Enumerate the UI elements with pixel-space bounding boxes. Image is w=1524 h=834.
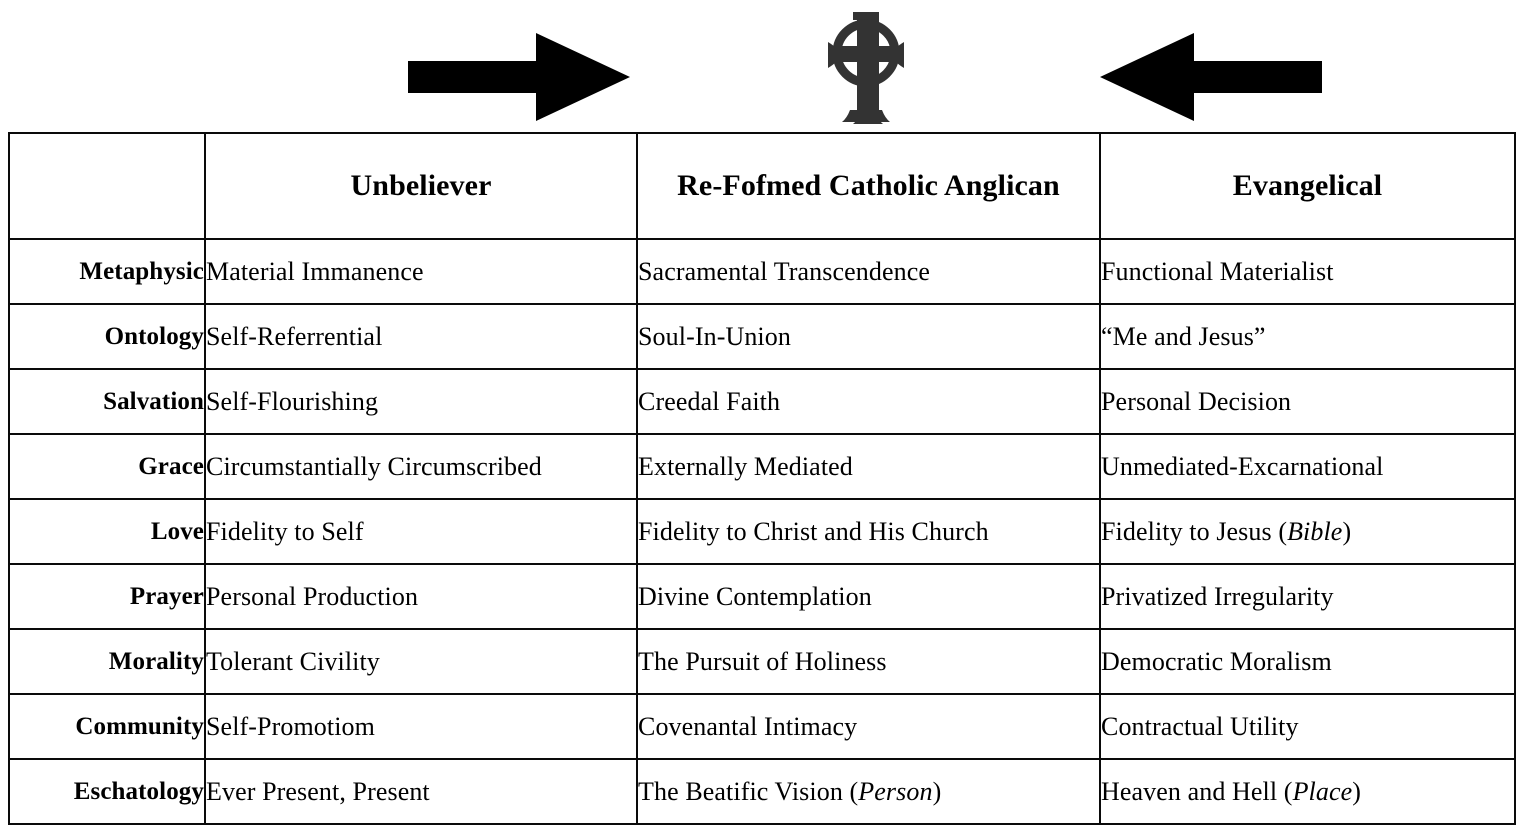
comparison-table-wrap: Unbeliever Re-Fofmed Catholic Anglican E…: [8, 132, 1516, 825]
row-label: Eschatology: [8, 758, 206, 825]
cell-text-emphasis: Bible: [1287, 516, 1343, 546]
table-cell: Self-Flourishing: [204, 368, 638, 435]
column-header-evangelical: Evangelical: [1099, 132, 1516, 240]
table-cell: The Beatific Vision (Person): [636, 758, 1101, 825]
table-cell: Functional Materialist: [1099, 238, 1516, 305]
row-label: Metaphysic: [8, 238, 206, 305]
cell-text-tail: ): [1352, 776, 1362, 806]
table-cell: Fidelity to Self: [204, 498, 638, 565]
table-cell: Material Immanence: [204, 238, 638, 305]
cell-text-tail: ): [1342, 516, 1352, 546]
table-cell: Unmediated-Excarnational: [1099, 433, 1516, 500]
column-header-reformed-catholic-anglican: Re-Fofmed Catholic Anglican: [636, 132, 1101, 240]
row-label: Ontology: [8, 303, 206, 370]
table-cell: Self-Referrential: [204, 303, 638, 370]
cell-text-emphasis: Person: [858, 776, 933, 806]
table-cell: Ever Present, Present: [204, 758, 638, 825]
table-cell: Democratic Moralism: [1099, 628, 1516, 695]
row-label: Love: [8, 498, 206, 565]
arrow-right-pointing-icon: [408, 33, 630, 121]
table-cell: Personal Production: [204, 563, 638, 630]
table-cell: Fidelity to Christ and His Church: [636, 498, 1101, 565]
row-label: Community: [8, 693, 206, 760]
table-cell: Self-Promotiom: [204, 693, 638, 760]
table-cell: Externally Mediated: [636, 433, 1101, 500]
table-cell: Fidelity to Jesus (Bible): [1099, 498, 1516, 565]
row-label: Prayer: [8, 563, 206, 630]
graphics-band: [0, 0, 1524, 132]
column-header-unbeliever: Unbeliever: [204, 132, 638, 240]
table-cell: “Me and Jesus”: [1099, 303, 1516, 370]
arrow-left-pointing-icon: [1100, 33, 1322, 121]
table-cell: The Pursuit of Holiness: [636, 628, 1101, 695]
table-cell: Covenantal Intimacy: [636, 693, 1101, 760]
table-cell: Creedal Faith: [636, 368, 1101, 435]
cell-text-tail: ): [932, 776, 942, 806]
table-cell: Tolerant Civility: [204, 628, 638, 695]
table-cell: Soul-In-Union: [636, 303, 1101, 370]
cell-text: Heaven and Hell (: [1101, 776, 1293, 806]
table-cell: Divine Contemplation: [636, 563, 1101, 630]
table-cell: Contractual Utility: [1099, 693, 1516, 760]
table-cell: Personal Decision: [1099, 368, 1516, 435]
celtic-cross-icon: [820, 6, 912, 128]
table-header: Unbeliever Re-Fofmed Catholic Anglican E…: [8, 132, 1516, 240]
table-cell: Circumstantially Circumscribed: [204, 433, 638, 500]
row-label: Salvation: [8, 368, 206, 435]
cell-text: The Beatific Vision (: [638, 776, 859, 806]
table-cell: Sacramental Transcendence: [636, 238, 1101, 305]
row-label: Grace: [8, 433, 206, 500]
row-label: Morality: [8, 628, 206, 695]
cell-text: Fidelity to Jesus (: [1101, 516, 1288, 546]
cell-text-emphasis: Place: [1292, 776, 1353, 806]
header-corner-blank: [8, 132, 206, 240]
table-cell: Privatized Irregularity: [1099, 563, 1516, 630]
table-cell: Heaven and Hell (Place): [1099, 758, 1516, 825]
comparison-table: Unbeliever Re-Fofmed Catholic Anglican E…: [8, 132, 1516, 825]
header-row: Unbeliever Re-Fofmed Catholic Anglican E…: [8, 132, 1516, 240]
